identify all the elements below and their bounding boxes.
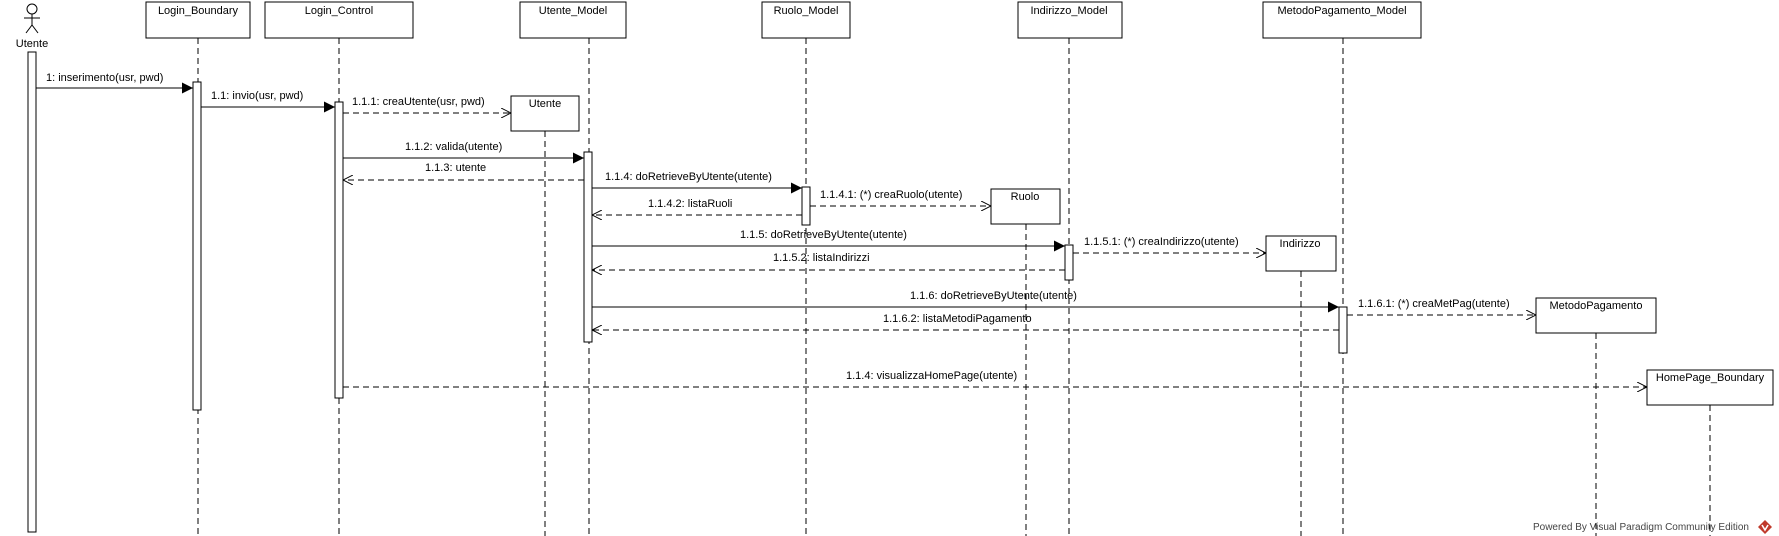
message-1-1-6[interactable]: 1.1.6: doRetrieveByUtente(utente) xyxy=(592,290,1339,313)
activation-bars xyxy=(27,51,1348,533)
message-1[interactable]: 1: inserimento(usr, pwd) xyxy=(36,72,193,94)
activation-bar-actor xyxy=(27,51,37,533)
message-1-1-5-1[interactable]: 1.1.5.1: (*) creaIndirizzo(utente) xyxy=(1073,236,1266,253)
participant-name: Utente_Model xyxy=(539,5,608,17)
message-1-1-6-2[interactable]: 1.1.6.2: listaMetodiPagamento xyxy=(592,313,1339,330)
activation-bar-ruolo-model xyxy=(801,186,811,226)
message-label: 1.1.4: visualizzaHomePage(utente) xyxy=(846,370,1017,382)
message-1-1-6-1[interactable]: 1.1.6.1: (*) creaMetPag(utente) xyxy=(1347,298,1536,315)
message-1-1-4-visualizza[interactable]: 1.1.4: visualizzaHomePage(utente) xyxy=(343,370,1647,387)
watermark: Powered By Visual Paradigm Community Edi… xyxy=(1532,522,1749,533)
activation-bar-indirizzo-model xyxy=(1064,244,1074,281)
activation-bar-login-control xyxy=(334,101,344,399)
message-label: 1.1.6.2: listaMetodiPagamento xyxy=(883,313,1032,325)
message-1-1-2[interactable]: 1.1.2: valida(utente) xyxy=(343,141,584,164)
message-label: 1.1.2: valida(utente) xyxy=(405,141,502,153)
activation-bar-utente-model xyxy=(583,151,593,343)
object-metodopagamento[interactable]: MetodoPagamento xyxy=(1535,297,1657,334)
message-label: 1.1.4.2: listaRuoli xyxy=(648,198,732,210)
message-label: 1.1.5.1: (*) creaIndirizzo(utente) xyxy=(1084,236,1239,248)
object-name: HomePage_Boundary xyxy=(1656,372,1765,384)
activation-bar-login-boundary xyxy=(192,81,202,411)
message-1-1-1[interactable]: 1.1.1: creaUtente(usr, pwd) xyxy=(343,96,511,113)
participant-name: MetodoPagamento_Model xyxy=(1277,5,1406,17)
message-label: 1.1.3: utente xyxy=(425,162,486,174)
participant-name: Login_Boundary xyxy=(158,5,239,17)
message-label: 1.1: invio(usr, pwd) xyxy=(211,90,303,102)
object-name: Ruolo xyxy=(1011,191,1040,203)
actor-utente[interactable]: Utente xyxy=(16,3,48,50)
participant-login-control[interactable]: Login_Control xyxy=(264,1,414,39)
message-1-1-3[interactable]: 1.1.3: utente xyxy=(343,162,584,180)
participant-utente-model[interactable]: Utente_Model xyxy=(519,1,627,39)
message-label: 1: inserimento(usr, pwd) xyxy=(46,72,163,84)
participant-name: Login_Control xyxy=(305,5,374,17)
message-label: 1.1.6.1: (*) creaMetPag(utente) xyxy=(1358,298,1510,310)
participant-ruolo-model[interactable]: Ruolo_Model xyxy=(761,1,851,39)
object-name: MetodoPagamento xyxy=(1550,300,1643,312)
message-1-1-5[interactable]: 1.1.5: doRetrieveByUtente(utente) xyxy=(592,229,1065,252)
activation-bar-metodopagamento-model xyxy=(1338,306,1348,354)
object-homepage-boundary[interactable]: HomePage_Boundary xyxy=(1646,369,1774,406)
actor-stick-figure-icon xyxy=(24,3,40,34)
message-1-1[interactable]: 1.1: invio(usr, pwd) xyxy=(201,90,335,113)
actor-name: Utente xyxy=(16,38,48,50)
message-1-1-5-2[interactable]: 1.1.5.2: listaIndirizzi xyxy=(592,252,1065,270)
message-label: 1.1.4.1: (*) creaRuolo(utente) xyxy=(820,189,962,201)
object-ruolo[interactable]: Ruolo xyxy=(990,188,1061,225)
visual-paradigm-logo-icon xyxy=(1758,520,1772,534)
message-label: 1.1.5: doRetrieveByUtente(utente) xyxy=(740,229,907,241)
object-name: Utente xyxy=(529,98,561,110)
object-utente[interactable]: Utente xyxy=(510,95,580,132)
participant-name: Indirizzo_Model xyxy=(1030,5,1107,17)
participant-name: Ruolo_Model xyxy=(774,5,839,17)
message-label: 1.1.4: doRetrieveByUtente(utente) xyxy=(605,171,772,183)
participant-indirizzo-model[interactable]: Indirizzo_Model xyxy=(1017,1,1123,39)
message-1-1-4-1[interactable]: 1.1.4.1: (*) creaRuolo(utente) xyxy=(810,189,991,206)
participant-metodopagamento-model[interactable]: MetodoPagamento_Model xyxy=(1262,1,1422,39)
object-name: Indirizzo xyxy=(1280,238,1321,250)
object-indirizzo[interactable]: Indirizzo xyxy=(1265,235,1337,272)
message-label: 1.1.5.2: listaIndirizzi xyxy=(773,252,870,264)
message-1-1-4[interactable]: 1.1.4: doRetrieveByUtente(utente) xyxy=(592,171,802,194)
message-label: 1.1.6: doRetrieveByUtente(utente) xyxy=(910,290,1077,302)
message-1-1-4-2[interactable]: 1.1.4.2: listaRuoli xyxy=(592,198,802,215)
participant-login-boundary[interactable]: Login_Boundary xyxy=(145,1,251,39)
message-label: 1.1.1: creaUtente(usr, pwd) xyxy=(352,96,485,108)
